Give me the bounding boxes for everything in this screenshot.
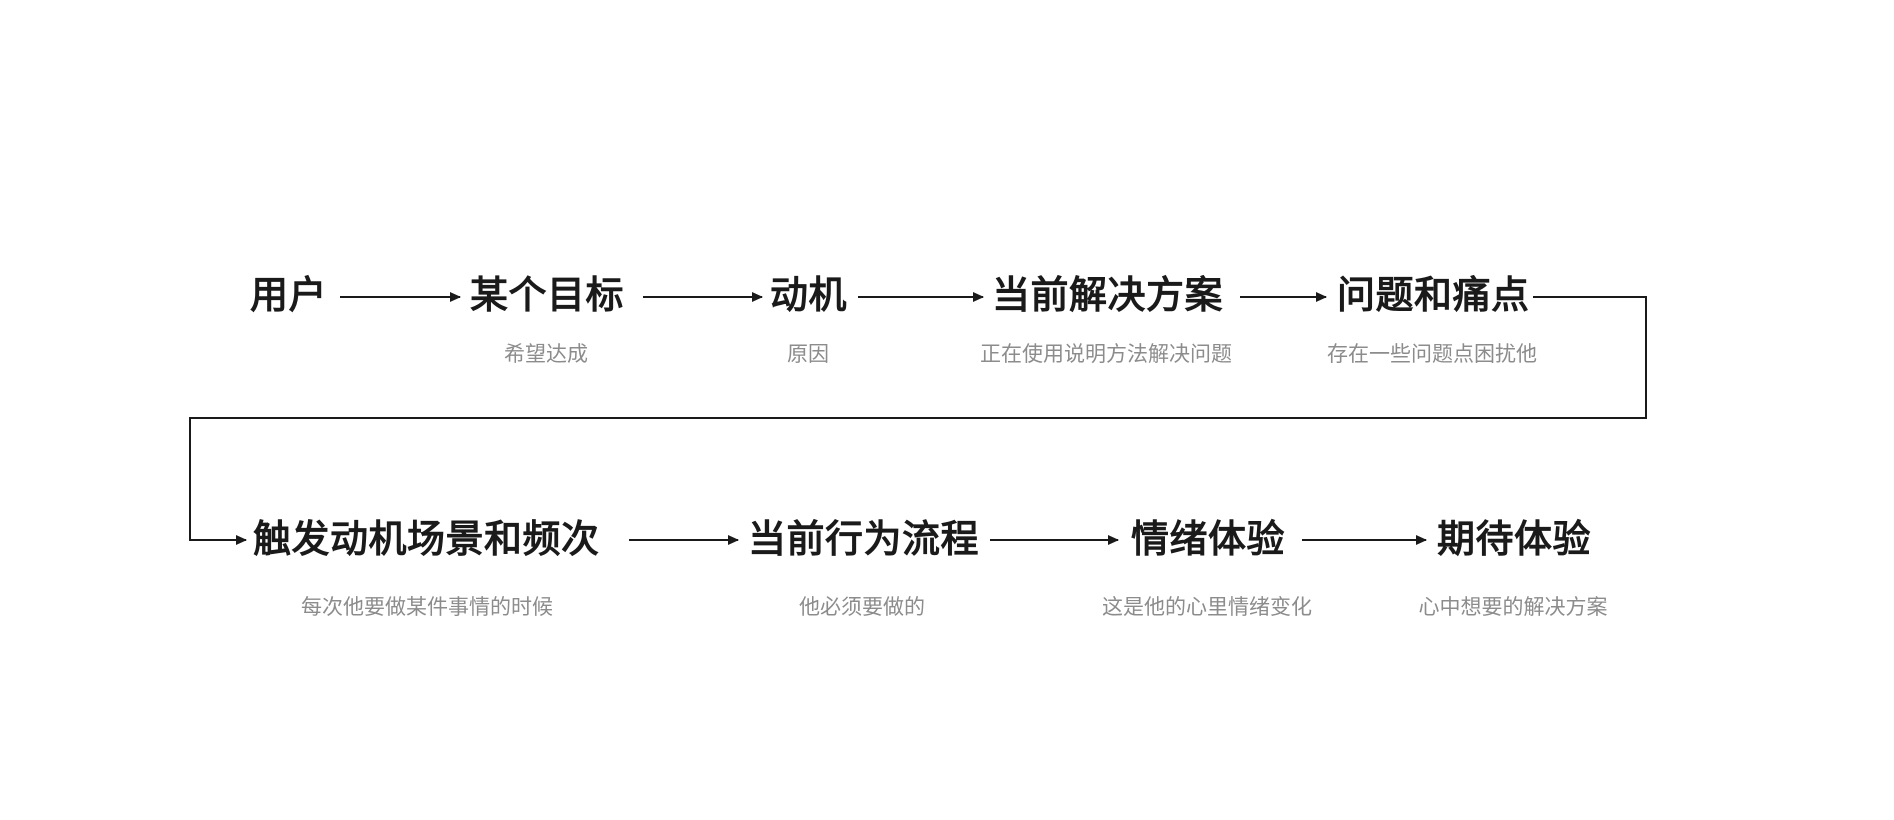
flow-node-title-goal: 某个目标 xyxy=(470,275,625,317)
flow-node-subtitle-trigger-scene: 每次他要做某件事情的时候 xyxy=(301,596,553,619)
flow-node-title-motivation: 动机 xyxy=(770,275,848,317)
flow-node-title-emotion: 情绪体验 xyxy=(1131,519,1286,561)
flow-node-title-trigger-scene: 触发动机场景和频次 xyxy=(253,519,600,561)
flow-node-title-expected-experience: 期待体验 xyxy=(1437,519,1592,561)
flow-node-title-user: 用户 xyxy=(250,275,328,317)
flow-node-subtitle-goal: 希望达成 xyxy=(504,343,588,366)
flow-node-subtitle-behavior-flow: 他必须要做的 xyxy=(799,596,925,619)
elbow-connector-painpoints-to-trigger xyxy=(189,296,1647,545)
flow-node-subtitle-motivation: 原因 xyxy=(787,343,829,366)
flow-node-subtitle-emotion: 这是他的心里情绪变化 xyxy=(1102,596,1312,619)
flow-node-subtitle-current-solution: 正在使用说明方法解决问题 xyxy=(980,343,1232,366)
flow-node-title-behavior-flow: 当前行为流程 xyxy=(748,519,980,561)
flow-node-title-pain-points: 问题和痛点 xyxy=(1337,275,1530,317)
flow-node-subtitle-expected-experience: 心中想要的解决方案 xyxy=(1418,596,1608,619)
flow-node-subtitle-pain-points: 存在一些问题点困扰他 xyxy=(1327,343,1537,366)
flow-node-title-current-solution: 当前解决方案 xyxy=(992,275,1224,317)
